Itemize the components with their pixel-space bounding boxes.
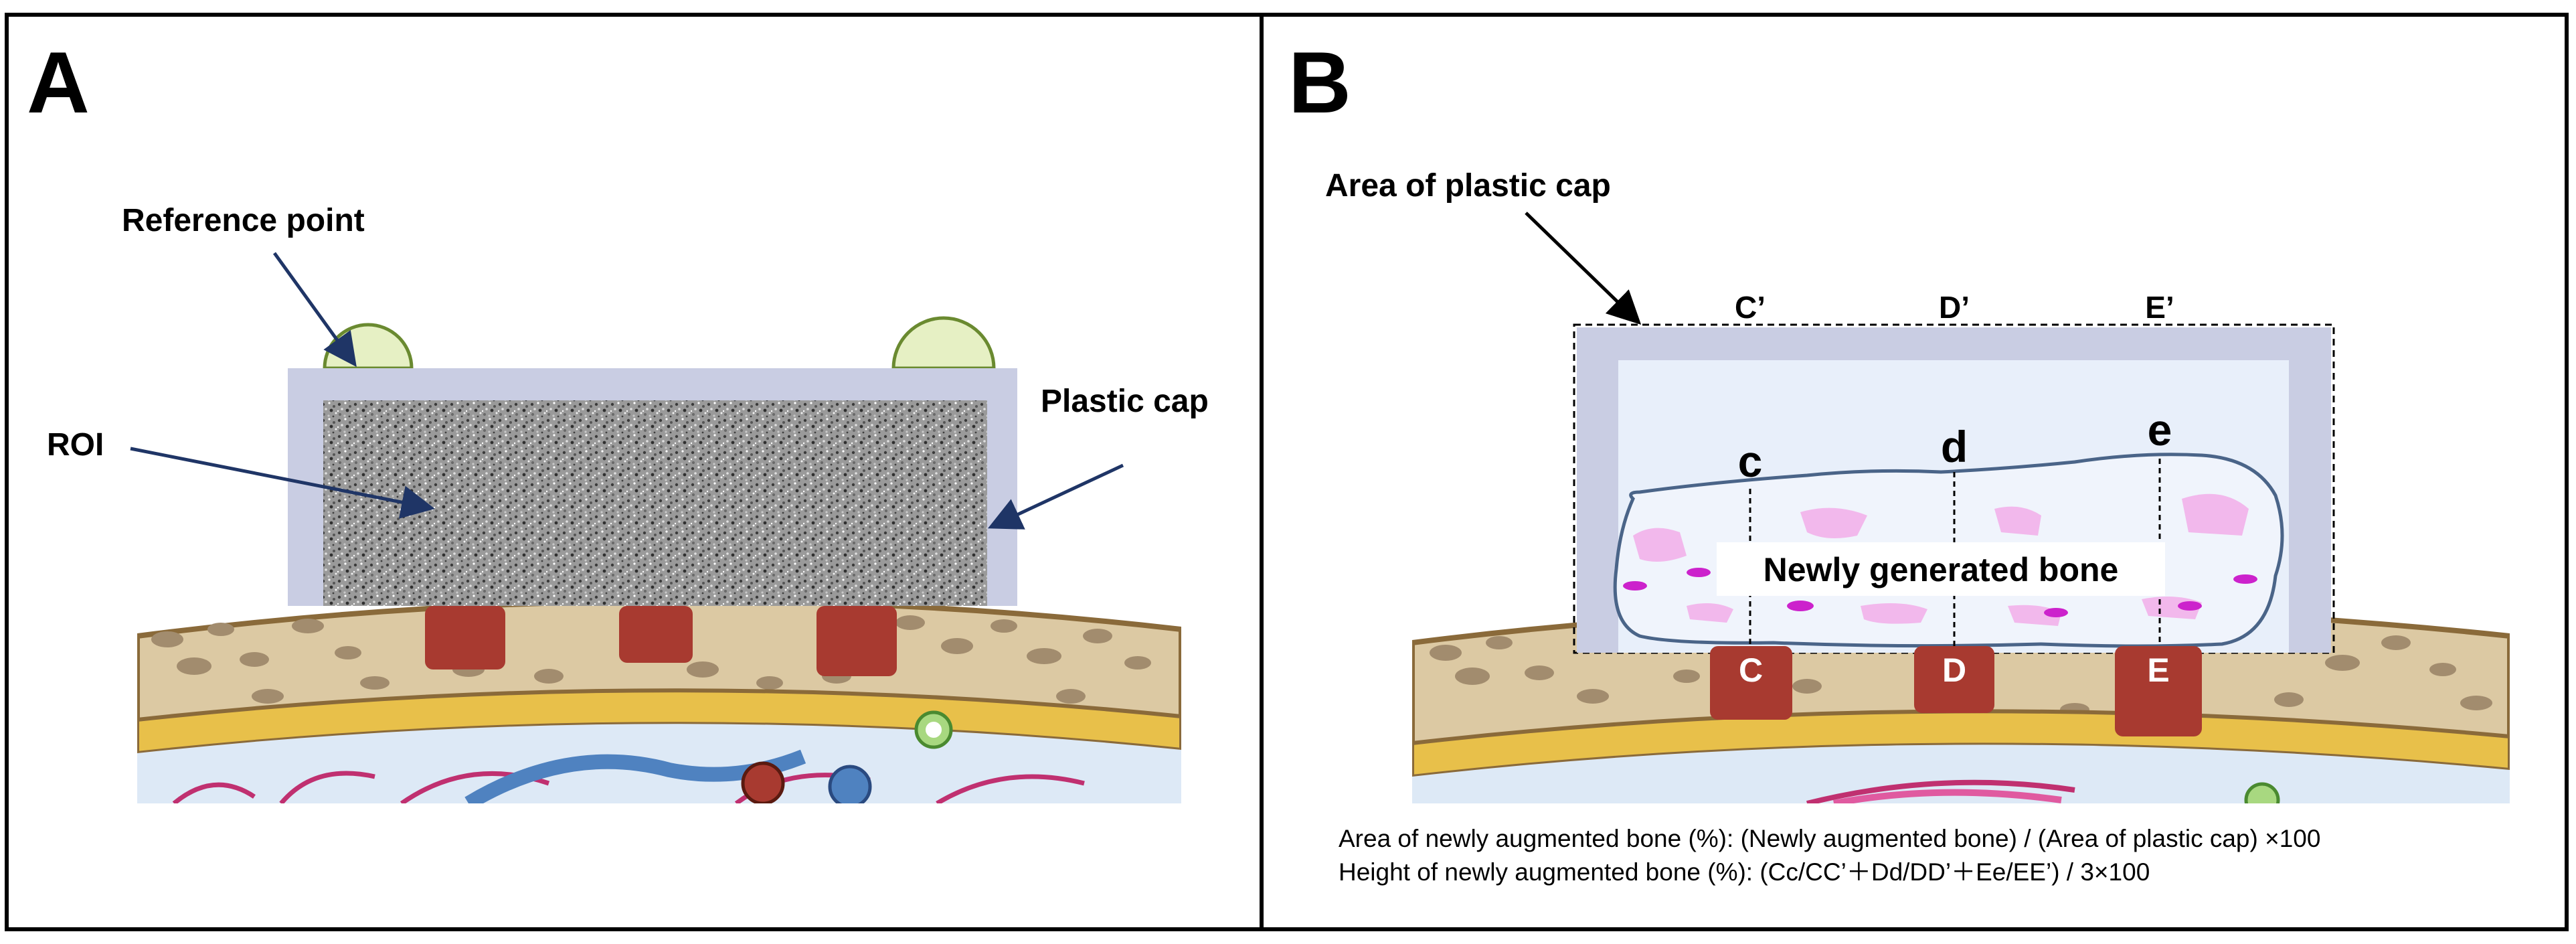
marker-c-small: c <box>1738 437 1763 486</box>
arrow-reference-point <box>272 252 357 368</box>
marker-d-small: d <box>1941 422 1968 471</box>
implant-b-d <box>1914 646 1994 713</box>
bone-label-box <box>1717 542 2165 596</box>
marker-d-prime: D’ <box>1939 290 1970 325</box>
roi-label: ROI <box>47 427 104 463</box>
marker-c-base: C <box>1739 651 1763 689</box>
formula-area: Area of newly augmented bone (%): (Newly… <box>1339 825 2320 852</box>
arrow-plastic-cap <box>987 463 1124 530</box>
implant-a-3 <box>817 606 897 676</box>
reference-point-right <box>891 316 996 370</box>
marker-d-base: D <box>1942 651 1966 689</box>
newly-generated-bone-label: Newly generated bone <box>1764 551 2119 588</box>
bone-magenta-specks <box>1623 568 2257 617</box>
plastic-cap-b <box>1577 327 2331 653</box>
implant-a-1 <box>425 606 505 670</box>
formula-height: Height of newly augmented bone (%): (Cc/… <box>1339 858 2150 886</box>
roi-texture <box>323 400 987 606</box>
panel-b-letter: B <box>1288 33 1351 131</box>
plastic-cap-label: Plastic cap <box>1041 384 1209 419</box>
panel-a-letter: A <box>27 33 90 131</box>
marker-c-prime: C’ <box>1735 290 1766 325</box>
marker-e-prime: E’ <box>2145 290 2174 325</box>
plastic-cap-a <box>288 368 1017 606</box>
reference-point-label: Reference point <box>122 203 365 238</box>
marker-e-base: E <box>2147 651 2169 689</box>
arrow-roi <box>130 447 435 519</box>
marker-e-small: e <box>2148 405 2172 455</box>
arrow-area-of-plastic-cap <box>1525 212 1642 325</box>
plastic-cap-area-outline <box>1573 323 2335 654</box>
implant-a-2 <box>619 606 693 663</box>
area-of-plastic-cap-label: Area of plastic cap <box>1325 168 1611 204</box>
implant-b-c <box>1710 646 1792 720</box>
implant-b-e <box>2115 646 2202 736</box>
